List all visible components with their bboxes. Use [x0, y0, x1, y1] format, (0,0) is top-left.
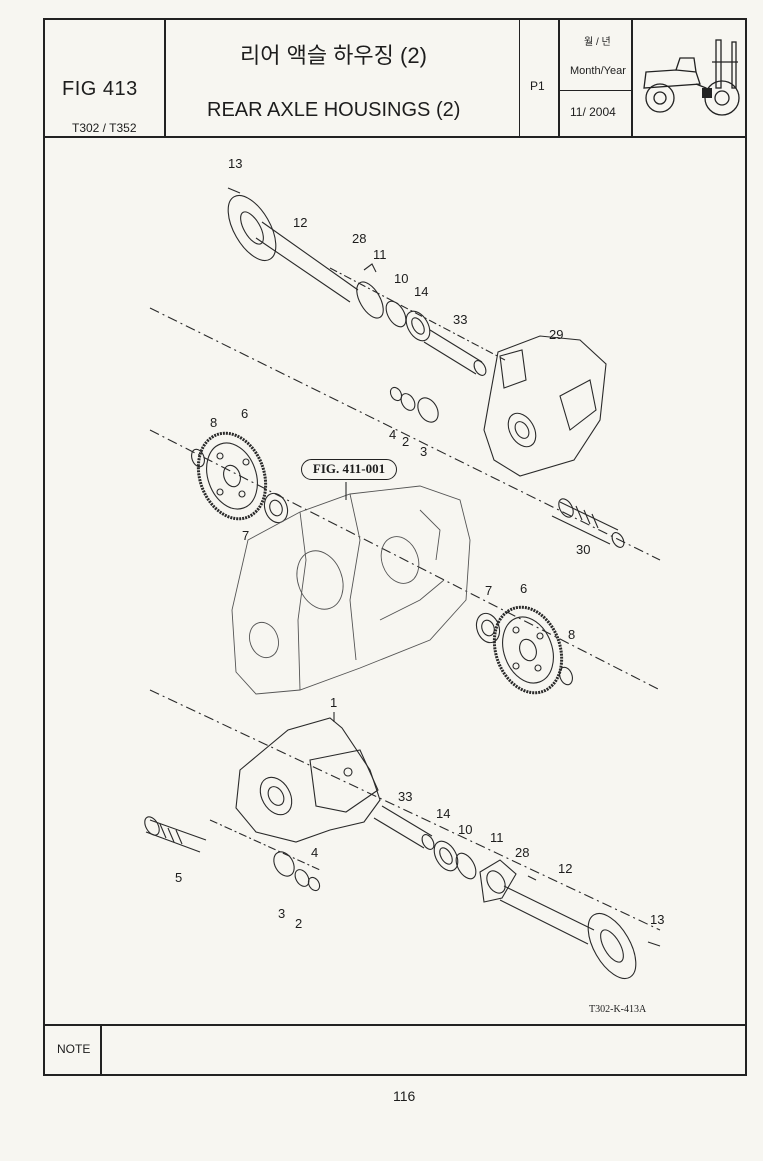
drawing-code: T302-K-413A — [589, 1004, 647, 1015]
callout-part-13: 13 — [650, 912, 665, 927]
callout-part-30: 30 — [576, 542, 591, 557]
tractor-icon — [643, 39, 740, 116]
callout-part-11: 11 — [373, 247, 387, 262]
revision-date: 11/ 2004 — [570, 105, 616, 119]
callout-part-11: 11 — [490, 830, 504, 845]
note-label: NOTE — [57, 1042, 91, 1056]
callout-part-12: 12 — [558, 861, 573, 876]
callout-part-33: 33 — [453, 312, 468, 327]
callout-part-28: 28 — [352, 231, 367, 246]
header-separator — [558, 18, 560, 137]
callout-part-13: 13 — [228, 156, 243, 171]
callout-part-6: 6 — [241, 406, 249, 421]
header-separator — [631, 18, 633, 137]
exploded-parts-drawing — [144, 187, 661, 979]
reference-figure-label: FIG. 411-001 — [301, 459, 397, 480]
page-title-korean: 리어 액슬 하우징 (2) — [240, 43, 427, 68]
callout-part-7: 7 — [485, 583, 493, 598]
date-label-korean: 월 / 년 — [584, 37, 611, 48]
header-separator — [164, 18, 166, 137]
callout-part-5: 5 — [175, 870, 183, 885]
page-frame — [43, 18, 747, 1076]
callout-part-14: 14 — [414, 284, 429, 299]
callout-part-4: 4 — [311, 845, 319, 860]
callout-part-3: 3 — [278, 906, 286, 921]
callout-part-3: 3 — [420, 444, 428, 459]
note-separator — [100, 1024, 102, 1076]
callout-part-10: 10 — [458, 822, 473, 837]
callout-part-2: 2 — [402, 434, 410, 449]
callout-part-8: 8 — [210, 415, 218, 430]
callout-part-10: 10 — [394, 271, 409, 286]
callout-part-12: 12 — [293, 215, 308, 230]
header-separator — [559, 90, 632, 91]
callout-part-33: 33 — [398, 789, 413, 804]
header-divider — [43, 136, 747, 138]
callout-part-29: 29 — [549, 327, 564, 342]
figure-number: FIG 413 — [62, 78, 138, 100]
callout-part-8: 8 — [568, 627, 576, 642]
model-numbers: T302 / T352 — [72, 121, 137, 135]
page-number: 116 — [393, 1088, 416, 1104]
page-code: P1 — [530, 79, 545, 93]
note-divider — [43, 1024, 747, 1026]
callout-part-6: 6 — [520, 581, 528, 596]
header-separator — [519, 18, 520, 137]
callout-part-14: 14 — [436, 806, 451, 821]
callout-part-1: 1 — [330, 695, 338, 710]
page-title: REAR AXLE HOUSINGS (2) — [207, 99, 461, 121]
callout-part-28: 28 — [515, 845, 530, 860]
callout-part-7: 7 — [242, 528, 250, 543]
callout-part-2: 2 — [295, 916, 303, 931]
callout-part-4: 4 — [389, 427, 397, 442]
date-label: Month/Year — [570, 65, 626, 77]
